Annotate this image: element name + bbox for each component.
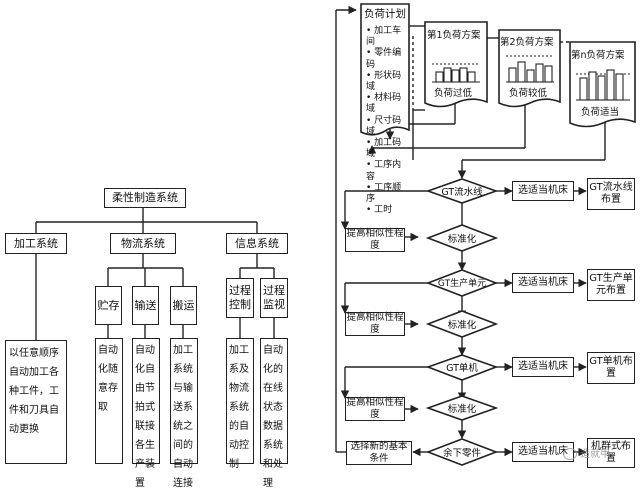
machining-desc-text: 以任意顺序自动加工各种工件，工件和刀具自动更换	[9, 348, 59, 435]
scheme-1-caption: 负荷过低	[434, 88, 473, 99]
layout-box-1: GT流水线布置	[587, 178, 635, 210]
diamond-std-1	[425, 224, 499, 252]
watermark-text: 造就甲	[580, 449, 611, 460]
diamond-std-2	[425, 310, 499, 338]
scheme-2-caption: 负荷较低	[509, 88, 548, 99]
std-1-label: 标准化	[447, 234, 477, 245]
transport-desc-text: 自动化自由节拍式联接各生产装置	[135, 345, 155, 489]
select-machine-label-1: 选适当机床	[518, 184, 568, 196]
load-plan-title: 负荷计划	[364, 8, 406, 20]
new-condition-label: 选择新的基本条件	[350, 441, 408, 464]
watermark: 造就甲	[563, 445, 610, 460]
load-plan-item: • 材料码域	[366, 93, 402, 115]
scheme-2-title: 第2负荷方案	[500, 37, 554, 48]
monitor-desc-box: 自动化的在线状态数据系统和处理	[260, 338, 288, 489]
diamond-gt-line	[425, 178, 499, 204]
diamond-std-3	[425, 395, 499, 421]
load-plan-item: • 工时	[366, 205, 393, 216]
info-system-box: 信息系统	[226, 233, 288, 254]
load-plan-item: • 形状码域	[366, 70, 402, 93]
scheme-1-title: 第1负荷方案	[427, 30, 481, 41]
transport-desc-box: 自动化自由节拍式联接各生产装置	[132, 338, 160, 489]
storage-box: 贮存	[95, 286, 122, 325]
storage-desc-box: 自动化随意存取	[95, 338, 123, 464]
scheme-2-document	[498, 29, 561, 108]
connector-lines	[35, 3, 636, 466]
process-control-box: 过程控制	[226, 278, 254, 318]
std-2-label: 标准化	[447, 320, 477, 331]
diamond-remaining	[425, 438, 499, 466]
new-condition-box: 选择新的基本条件	[346, 441, 412, 465]
load-plan-item: • 尺寸码域	[366, 115, 402, 137]
logistics-system-box: 物流系统	[110, 233, 176, 254]
load-plan-item: • 加工车间	[366, 26, 402, 48]
improve-similarity-label-2: 提高相似性程度	[346, 312, 404, 335]
improve-similarity-box-1: 提高相似性程度	[345, 228, 405, 252]
layout-label-3: GT单机布置	[589, 355, 633, 380]
gt-line-label: GT流水线	[441, 187, 483, 198]
remaining-parts-label: 余下零件	[442, 448, 481, 459]
load-plan-item: • 工序内容	[366, 160, 402, 182]
watermark-icon	[563, 448, 577, 460]
select-machine-label-3: 选适当机床	[518, 360, 568, 372]
improve-similarity-label-3: 提高相似性程度	[346, 397, 404, 420]
improve-similarity-box-3: 提高相似性程度	[345, 397, 405, 421]
std-3-label: 标准化	[447, 404, 477, 415]
process-monitor-box: 过程监视	[260, 278, 288, 318]
layout-label-2: GT生产单元布置	[589, 272, 633, 297]
select-machine-label-4: 选适当机床	[518, 445, 568, 457]
load-plan-item: • 零件编码	[366, 48, 402, 70]
control-desc-text: 加工系及物流系统的自动控制	[229, 345, 249, 470]
gt-cell-label: GT生产单元	[437, 279, 487, 289]
scheme-n-caption: 负荷适当	[581, 107, 620, 118]
handling-desc-box: 加工系统与输送系统之间的自动连接	[170, 338, 198, 489]
gt-single-label: GT单机	[446, 363, 478, 374]
diamond-gt-cell	[425, 269, 499, 297]
diamond-gt-single	[425, 354, 499, 381]
process-control-label: 过程控制	[229, 284, 251, 311]
layout-box-2: GT生产单元布置	[587, 269, 635, 301]
handling-box: 搬运	[170, 286, 197, 325]
improve-similarity-label-1: 提高相似性程度	[346, 228, 404, 251]
layout-label-1: GT流水线布置	[589, 181, 633, 206]
info-system-label: 信息系统	[235, 236, 279, 250]
handling-label: 搬运	[172, 298, 195, 312]
scheme-n-title: 第n负荷方案	[571, 50, 625, 61]
transport-box: 输送	[132, 286, 159, 325]
process-monitor-label: 过程监视	[263, 284, 285, 311]
control-desc-box: 加工系及物流系统的自动控制	[226, 338, 254, 470]
fms-root-label: 柔性制造系统	[112, 191, 178, 205]
machining-system-label: 加工系统	[14, 236, 58, 250]
load-plan-document	[360, 3, 410, 136]
load-plan-list: • 加工车间 • 零件编码 • 形状码域 • 材料码域 • 尺寸码域 • 加工码…	[366, 26, 410, 216]
improve-similarity-box-2: 提高相似性程度	[345, 312, 405, 336]
layout-box-3: GT单机布置	[587, 352, 635, 384]
machining-system-box: 加工系统	[5, 233, 67, 254]
monitor-desc-text: 自动化的在线状态数据系统和处理	[263, 345, 283, 489]
fms-root-box: 柔性制造系统	[104, 188, 186, 208]
storage-desc-text: 自动化随意存取	[98, 345, 118, 413]
select-machine-box-3: 选适当机床	[512, 357, 574, 377]
layout-box-4: 机群式布置	[587, 438, 635, 468]
handling-desc-text: 加工系统与输送系统之间的自动连接	[173, 345, 193, 489]
select-machine-box-2: 选适当机床	[512, 273, 574, 293]
layout-label-4: 机群式布置	[591, 440, 631, 465]
select-machine-label-2: 选适当机床	[518, 276, 568, 288]
load-plan-item: • 加工码域	[366, 138, 402, 160]
load-plan-item: • 工序顺序	[366, 182, 402, 205]
machining-desc-box: 以任意顺序自动加工各种工件，工件和刀具自动更换	[5, 340, 67, 464]
storage-label: 贮存	[97, 298, 120, 312]
logistics-system-label: 物流系统	[121, 236, 165, 250]
transport-label: 输送	[134, 298, 157, 312]
select-machine-box-1: 选适当机床	[512, 181, 574, 201]
